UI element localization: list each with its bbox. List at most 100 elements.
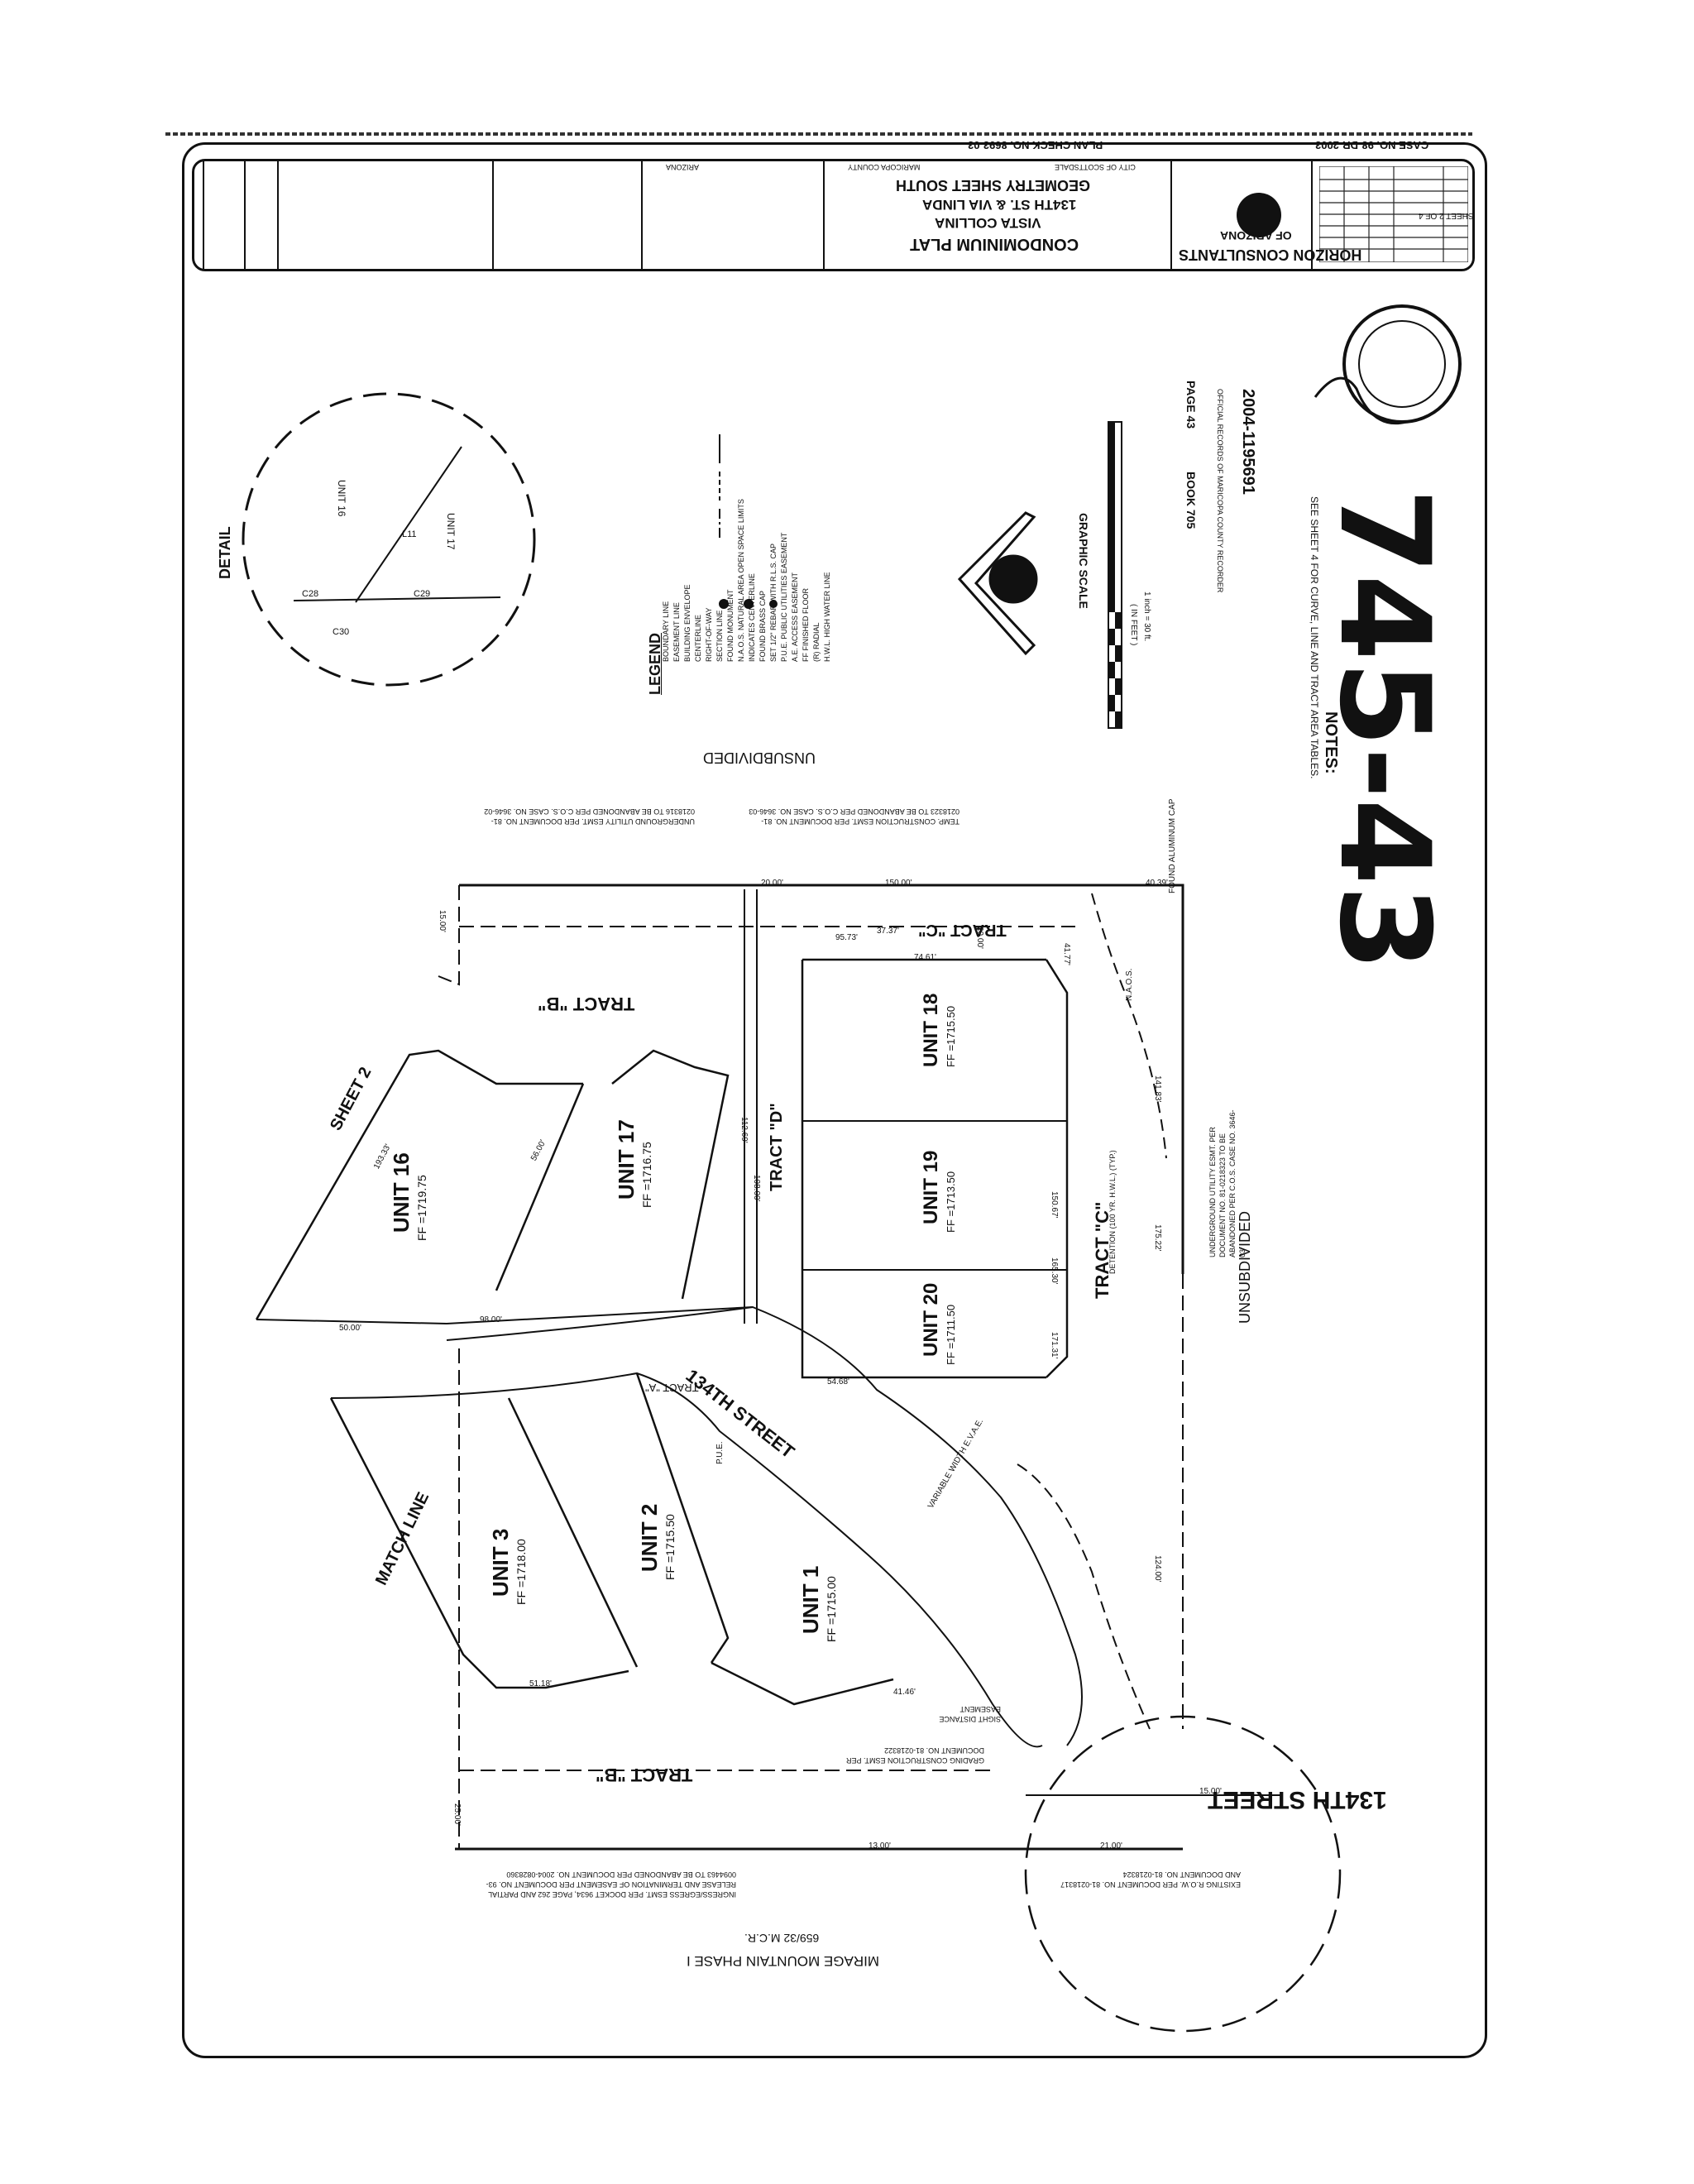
easement-note-7: SIGHT DISTANCE EASEMENT [939,1705,1001,1723]
dimension-label: 124.00' [1153,1555,1162,1583]
unit16-17-divider [495,1083,585,1291]
unit-16-ff: FF =1719.75 [415,1175,428,1241]
dimension-label: 150.00' [885,879,912,888]
dimension-label: 175.22' [1153,1224,1162,1252]
unit-20-label: UNIT 20 [920,1282,942,1357]
tb-divider [1170,161,1172,269]
tb-divider [823,161,825,269]
internal-street-south [330,1372,1043,1748]
unit-3-ff: FF =1718.00 [514,1539,528,1605]
unit-19-ff: FF =1713.50 [945,1171,957,1233]
official-records: OFFICIAL RECORDS OF MARICOPA COUNTY RECO… [1216,389,1224,593]
easement-note-5: INGRESS/EGRESS ESMT. PER DOCKET 9634, PA… [486,1870,736,1899]
tract-b-upper: TRACT "B" [538,994,635,1014]
recorder-document-number: 2004-1195691 [1239,389,1257,495]
mirage-mountain-label: MIRAGE MOUNTAIN PHASE I [687,1953,879,1969]
detail-curve-c28: C28 [302,589,319,599]
easement-note-4: EXISTING R.O.W. PER DOCUMENT NO. 81-0218… [1060,1870,1241,1889]
dimension-label: 25.00' [452,1803,462,1826]
title-block: CONDOMINIUM PLAT VISTA COLLINA 134TH ST.… [192,159,1475,271]
dimension-label: 95.73' [835,933,858,942]
dimension-label: 51.18' [529,1679,552,1688]
legend-item: CENTERLINE [694,614,702,662]
detail-curve-c30: C30 [333,627,350,637]
unit17-boundary [611,1049,730,1300]
pue-label: P.U.E. [715,1441,725,1464]
street-north-edge [446,1306,754,1324]
unit-18-ff: FF =1715.50 [945,1005,957,1067]
dimension-label: 74.61' [914,953,936,962]
unit-19-label: UNIT 19 [920,1150,942,1224]
easement-note-1: UNDERGROUND UTILITY ESMT. PER DOCUMENT N… [484,807,695,826]
units-18-20-left [801,960,1046,1379]
legend-item: RIGHT-OF-WAY [705,607,713,663]
unit-17-ff: FF =1716.75 [640,1142,653,1208]
legend-item: FF FINISHED FLOOR [802,587,810,662]
page-number: PAGE 43 [1184,381,1198,429]
tb-divider [1311,161,1313,269]
dimension-label: 112.69' [739,1117,749,1143]
dimension-label: 41.77' [1062,943,1071,965]
detention-label: DETENTION (100 YR. H.W.L.) (TYP.) [1108,1150,1117,1274]
dimension-label: 171.31' [1050,1332,1059,1359]
legend-item: FOUND BRASS CAP [758,590,767,662]
mcr-label: 659/32 M.C.R. [744,1932,820,1945]
detail-line [355,446,462,603]
unit-2-ff: FF =1715.50 [663,1514,677,1580]
tb-divider [203,161,204,269]
dimension-label: 13.00' [869,1842,891,1851]
legend-item: (R) RADIAL [812,622,821,662]
tb-divider [641,161,643,269]
tb-divider [244,161,246,269]
legend-item: INDICATES CENTERLINE [748,573,756,662]
detail-label: DETAIL [217,526,233,579]
unit3-boundary [329,1397,629,1689]
unit3-2-divider [507,1397,639,1668]
unit-3-label: UNIT 3 [488,1528,513,1597]
book-number: BOOK 705 [1184,472,1198,529]
legend-item: BOUNDARY LINE [662,601,670,662]
dimension-label: 41.46' [893,1688,916,1697]
dimension-label: 165.30' [1050,1257,1059,1285]
detention-curve [1017,1463,1151,1730]
unit-16-label: UNIT 16 [389,1152,414,1233]
dimension-label: 21.00' [1100,1842,1122,1851]
graphic-scale-ratio: 1 inch = 30 ft. [1142,592,1151,642]
revision-grid [1319,166,1468,262]
detail-unit-17: UNIT 17 [445,513,457,550]
found-cap-label: FOUND ALUMINUM CAP [1168,798,1177,893]
legend-symbols [719,434,778,609]
dimension-label: 108.00' [752,1175,761,1202]
unit-18-label: UNIT 18 [920,993,942,1067]
plan-sheet-border [182,142,1487,2058]
firm-seal-icon [1237,193,1281,237]
unit16-boundary [255,1049,583,1320]
legend-item: H.W.L. HIGH WATER LINE [823,572,831,662]
dimension-label: 20.00' [975,927,984,949]
graphic-scale-label: GRAPHIC SCALE [1077,513,1090,609]
tb-divider [277,161,279,269]
unit-2-label: UNIT 2 [637,1503,662,1572]
legend-item: FOUND MONUMENT [726,589,735,663]
north-arrow-icon [957,511,1038,656]
internal-street-north [446,1305,1083,1746]
legend-item: P.U.E. PUBLIC UTILITIES EASEMENT [780,532,788,662]
graphic-scale-bar [1108,421,1122,729]
scan-artifact-line [165,132,1472,136]
legend-item: A.E. ACCESS EASEMENT [791,572,799,662]
graphic-scale-units: ( IN FEET ) [1129,604,1138,646]
boundary-left-upper [438,885,460,986]
notes-heading: NOTES: [1322,711,1340,774]
tract-b-lower: TRACT "B" [596,1765,693,1785]
legend-item: SET 1/2" REBAR WITH R.L.S. CAP [769,543,778,662]
notes-text: SEE SHEET 4 FOR CURVE, LINE AND TRACT AR… [1309,496,1320,779]
dimension-label: 98.00' [480,1315,502,1324]
signature-scribble [1314,376,1407,425]
dimension-label: 15.00' [438,910,447,932]
main-street-label: 134TH STREET [1208,1786,1387,1813]
unit-1-ff: FF =1715.00 [825,1576,838,1642]
dimension-label: 20.00' [761,879,783,888]
legend-item: N.A.O.S. NATURAL AREA OPEN SPACE LIMITS [737,499,745,662]
unsubdivided-top: UNSUBDIVIDED [703,750,816,766]
